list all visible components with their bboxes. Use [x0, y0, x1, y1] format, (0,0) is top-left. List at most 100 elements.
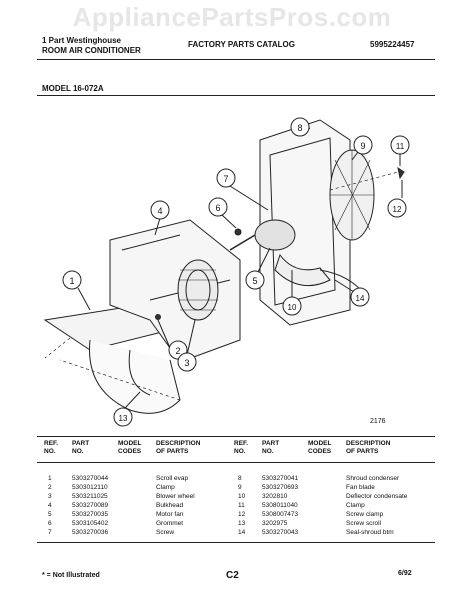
table-header-rule — [37, 462, 435, 463]
col-model: MODEL — [308, 440, 332, 447]
table-bottom-rule — [37, 542, 435, 543]
row-part: 3202810 — [262, 493, 288, 500]
svg-text:1: 1 — [69, 276, 74, 286]
row-ref: 4 — [48, 502, 52, 509]
row-desc: Bulkhead — [156, 502, 184, 509]
row-ref: 2 — [48, 484, 52, 491]
table-top-rule — [37, 436, 435, 437]
row-part: 3202975 — [262, 520, 288, 527]
header-brand: 1 Part Westinghouse — [42, 36, 121, 45]
row-part: 5308011040 — [262, 502, 298, 509]
row-ref: 5 — [48, 511, 52, 518]
row-desc: Blower wheel — [156, 493, 195, 500]
header-catalog: FACTORY PARTS CATALOG — [188, 40, 295, 49]
header-product: ROOM AIR CONDITIONER — [42, 46, 141, 55]
svg-text:13: 13 — [119, 414, 128, 423]
col-ref-no: NO. — [234, 448, 246, 455]
callout-4: 4 — [150, 200, 170, 236]
callout-8: 8 — [290, 117, 311, 137]
row-desc: Seal-shroud btm — [346, 529, 394, 536]
col-desc: DESCRIPTION — [346, 440, 391, 447]
row-part: 5303270041 — [262, 475, 299, 482]
row-ref: 14 — [238, 529, 246, 536]
row-desc: Scroll evap — [156, 475, 189, 482]
svg-text:3: 3 — [184, 358, 189, 368]
row-desc: Fan blade — [346, 484, 375, 491]
row-part: 5303270089 — [72, 502, 109, 509]
callout-9: 9 — [351, 135, 373, 161]
row-part: 5303105402 — [72, 520, 109, 527]
col-part: PART — [262, 440, 280, 447]
header-rule — [37, 59, 435, 60]
col-model: MODEL — [118, 440, 142, 447]
motor-fan-part — [229, 219, 296, 251]
row-part: 5303270693 — [262, 484, 299, 491]
row-desc: Clamp — [156, 484, 175, 491]
figure-code: 2176 — [370, 418, 386, 425]
callout-3: 3 — [177, 319, 197, 372]
col-part-no: NO. — [72, 448, 84, 455]
watermark: AppliancePartsPros.com — [72, 2, 392, 32]
svg-text:10: 10 — [288, 303, 297, 312]
row-ref: 7 — [48, 529, 52, 536]
row-ref: 12 — [238, 511, 246, 518]
row-ref: 9 — [238, 484, 242, 491]
row-ref: 3 — [48, 493, 52, 500]
bulkhead-part — [109, 219, 241, 363]
callout-6: 6 — [208, 197, 237, 229]
row-desc: Grommet — [156, 520, 184, 527]
row-ref: 8 — [238, 475, 242, 482]
row-ref: 13 — [238, 520, 246, 527]
col-desc-parts: OF PARTS — [346, 448, 379, 455]
blower-wheel-part — [177, 259, 219, 321]
row-ref: 10 — [238, 493, 246, 500]
row-ref: 6 — [48, 520, 52, 527]
col-ref: REF. — [234, 440, 249, 447]
col-desc: DESCRIPTION — [156, 440, 201, 447]
row-part: 5308007473 — [262, 511, 299, 518]
row-part: 5303270044 — [72, 475, 109, 482]
svg-text:2: 2 — [175, 346, 180, 356]
col-part: PART — [72, 440, 90, 447]
col-model-codes: CODES — [118, 448, 142, 455]
svg-text:14: 14 — [356, 294, 365, 303]
svg-text:11: 11 — [396, 142, 405, 151]
model-label: MODEL 16-072A — [42, 84, 104, 93]
clamp-part — [155, 314, 161, 320]
row-desc: Motor fan — [156, 511, 184, 518]
callout-10: 10 — [282, 270, 302, 316]
fan-blade-part — [329, 149, 375, 241]
col-desc-parts: OF PARTS — [156, 448, 189, 455]
col-model-codes: CODES — [308, 448, 332, 455]
svg-text:6: 6 — [215, 203, 220, 213]
svg-text:12: 12 — [393, 205, 402, 214]
row-desc: Screw — [156, 529, 175, 536]
row-part: 5303012110 — [72, 484, 108, 491]
svg-text:8: 8 — [297, 123, 302, 133]
grommet-part — [234, 228, 242, 236]
callout-11: 11 — [390, 135, 410, 166]
callout-7: 7 — [216, 168, 269, 211]
col-part-no: NO. — [262, 448, 274, 455]
model-rule — [37, 95, 435, 96]
row-part: 5303270043 — [262, 529, 299, 536]
callout-5: 5 — [245, 247, 271, 290]
row-ref: 1 — [48, 475, 52, 482]
svg-text:9: 9 — [360, 141, 365, 151]
callout-1: 1 — [62, 270, 91, 311]
svg-text:7: 7 — [223, 174, 228, 184]
deflector-part — [274, 253, 331, 287]
footnote: * = Not Illustrated — [42, 572, 100, 579]
row-part: 5303270035 — [72, 511, 109, 518]
revision-date: 6/92 — [398, 570, 412, 577]
exploded-parts-diagram: 1 2 3 4 5 6 7 8 9 10 11 12 13 14 — [43, 117, 410, 427]
col-ref-no: NO. — [44, 448, 56, 455]
row-desc: Deflector condensate — [346, 493, 408, 500]
row-part: 5303270036 — [72, 529, 109, 536]
header-pub-number: 5995224457 — [370, 40, 415, 49]
clamp-11-part — [397, 166, 405, 180]
callout-13: 13 — [113, 391, 141, 427]
callout-12: 12 — [387, 180, 407, 218]
row-desc: Screw clamp — [346, 511, 384, 518]
row-part: 5303211025 — [72, 493, 108, 500]
